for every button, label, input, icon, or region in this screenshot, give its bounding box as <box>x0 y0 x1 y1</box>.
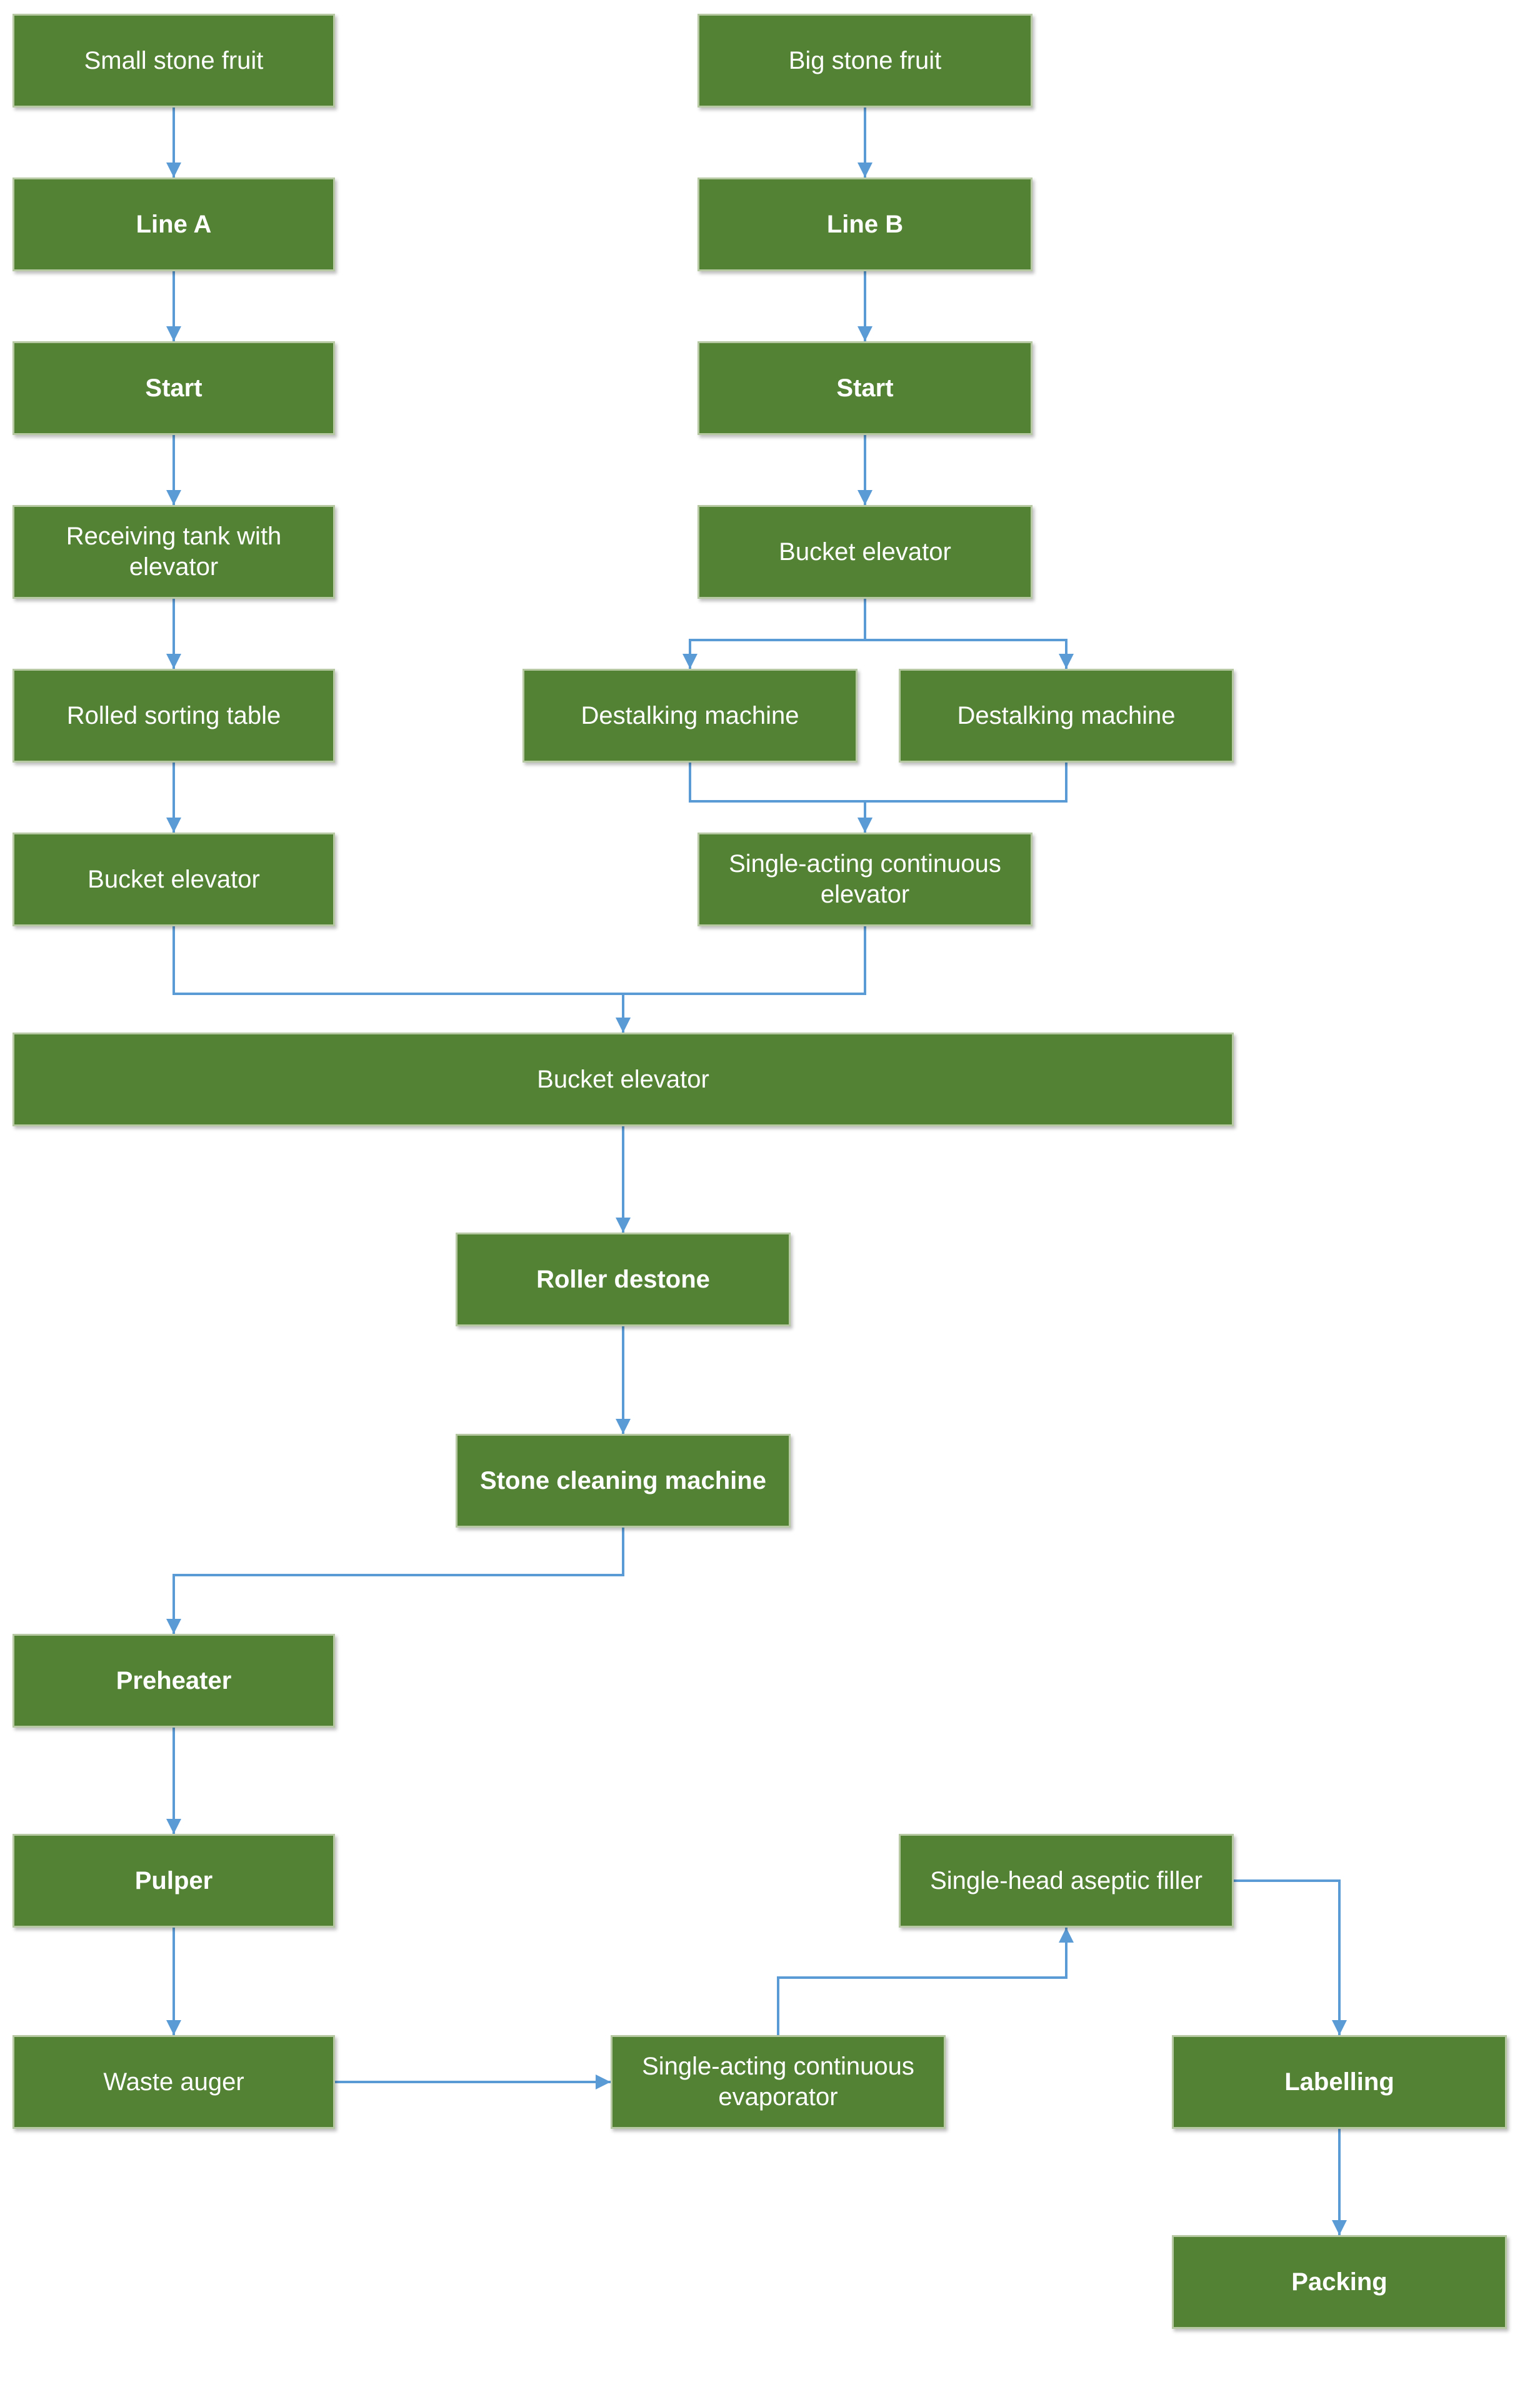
node-line-b: Line B <box>698 178 1032 271</box>
node-pulper: Pulper <box>12 1834 335 1928</box>
node-label: Bucket elevator <box>537 1065 709 1093</box>
node-label: Start <box>836 374 894 402</box>
edge-single-head-filler-to-labelling <box>1234 1879 1347 2035</box>
node-waste-auger: Waste auger <box>12 2035 335 2129</box>
node-label: Destalking machine <box>581 701 799 729</box>
node-label: Line A <box>136 210 212 238</box>
node-rolled-sorting-table: Rolled sorting table <box>12 669 335 763</box>
node-big-stone-fruit: Big stone fruit <box>698 14 1032 108</box>
node-label: Stone cleaning machine <box>480 1466 766 1494</box>
node-destalking-2: Destalking machine <box>899 669 1234 763</box>
node-label: Rolled sorting table <box>66 701 281 729</box>
node-label: Small stone fruit <box>84 46 264 74</box>
node-label: Single-head aseptic filler <box>930 1866 1202 1894</box>
node-label: Line B <box>826 210 904 238</box>
edge-single-acting-elevator-to-bucket-elevator-main <box>616 926 866 1033</box>
node-label: Pulper <box>134 1866 213 1894</box>
node-small-stone-fruit: Small stone fruit <box>12 14 335 108</box>
node-label: Labelling <box>1284 2068 1394 2096</box>
node-destalking-1: Destalking machine <box>522 669 858 763</box>
node-bucket-elevator-b: Bucket elevator <box>698 505 1032 599</box>
node-receiving-tank: Receiving tank with elevator <box>12 505 335 599</box>
edge-destalking-1-to-single-acting-elevator <box>689 763 872 833</box>
node-label: Bucket elevator <box>779 538 951 566</box>
node-start-b: Start <box>698 341 1032 435</box>
node-label: Preheater <box>116 1666 232 1694</box>
node-bucket-elevator-a: Bucket elevator <box>12 833 335 926</box>
node-label: Start <box>145 374 202 402</box>
node-labelling: Labelling <box>1172 2035 1507 2129</box>
node-label: Waste auger <box>103 2068 244 2096</box>
edge-bucket-elevator-b-to-destalking-1 <box>682 599 866 669</box>
edge-bucket-elevator-a-to-bucket-elevator-main <box>172 926 631 1033</box>
node-single-head-filler: Single-head aseptic filler <box>899 1834 1234 1928</box>
edge-destalking-2-to-single-acting-elevator <box>858 763 1068 833</box>
node-single-acting-elevator: Single-acting continuous elevator <box>698 833 1032 926</box>
node-label: Big stone fruit <box>788 46 942 74</box>
node-bucket-elevator-main: Bucket elevator <box>12 1033 1234 1126</box>
node-label: Bucket elevator <box>88 865 260 893</box>
node-line-a: Line A <box>12 178 335 271</box>
node-label: Single-acting continuous elevator <box>729 850 1001 908</box>
node-stone-cleaning: Stone cleaning machine <box>456 1434 791 1528</box>
edge-stone-cleaning-to-preheater <box>166 1528 624 1634</box>
edge-single-acting-evaporator-to-single-head-filler <box>777 1928 1074 2035</box>
node-label: Destalking machine <box>957 701 1176 729</box>
node-label: Single-acting continuous evaporator <box>642 2053 914 2111</box>
node-packing: Packing <box>1172 2235 1507 2329</box>
node-preheater: Preheater <box>12 1634 335 1728</box>
node-label: Receiving tank with elevator <box>66 523 282 581</box>
node-label: Roller destone <box>536 1265 710 1293</box>
node-roller-destone: Roller destone <box>456 1233 791 1326</box>
node-single-acting-evaporator: Single-acting continuous evaporator <box>611 2035 946 2129</box>
node-start-a: Start <box>12 341 335 435</box>
node-label: Packing <box>1291 2268 1388 2296</box>
edge-bucket-elevator-b-to-destalking-2 <box>864 599 1074 669</box>
